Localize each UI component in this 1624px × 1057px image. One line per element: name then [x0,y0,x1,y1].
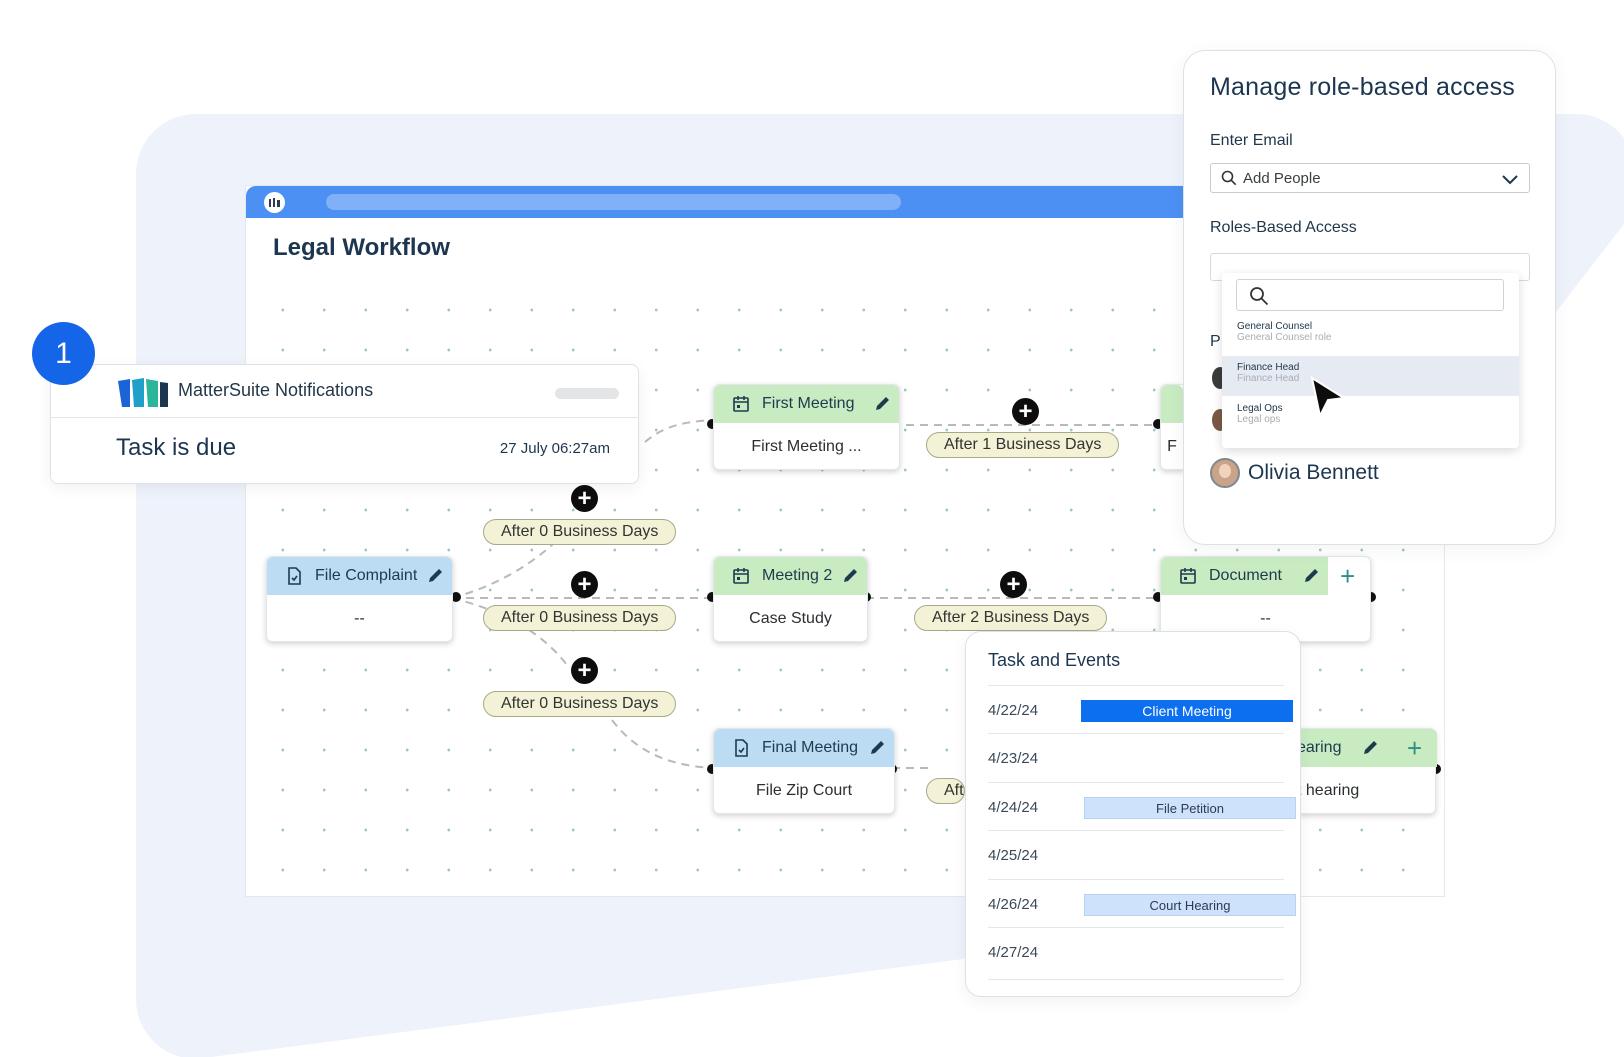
node-title: Final Meeting [762,739,859,756]
email-label: Enter Email [1210,132,1293,149]
role-option-finance-head[interactable]: Finance Head Finance Head [1222,356,1519,396]
event-date: 4/25/24 [988,847,1039,864]
event-row[interactable]: 4/27/24 [988,927,1284,975]
node-meeting-2[interactable]: Meeting 2 Case Study [713,556,868,642]
node-body: -- [1260,610,1271,627]
event-row[interactable]: 4/25/24 [988,830,1284,878]
add-node-button[interactable]: + [571,485,598,512]
step-badge: 1 [32,322,95,385]
event-date: 4/22/24 [988,702,1039,719]
node-title: Document [1209,567,1282,584]
node-body: -- [354,610,365,627]
events-title: Task and Events [988,650,1121,670]
event-tag[interactable]: Court Hearing [1084,894,1296,916]
task-events-card: Task and Events 4/22/24 Client Meeting 4… [965,631,1301,997]
add-people-placeholder: Add People [1243,169,1321,187]
page-title: Legal Workflow [273,234,450,261]
calendar-icon [732,567,750,585]
node-hearing[interactable]: earing + t hearing [1296,728,1437,814]
divider [988,979,1284,980]
avatar [1210,458,1240,488]
node-body: First Meeting ... [751,438,862,455]
event-date: 4/23/24 [988,750,1039,767]
delay-pill[interactable]: Aft [926,778,965,804]
event-date: 4/24/24 [988,799,1039,816]
add-node-button[interactable]: + [571,571,598,598]
event-tag[interactable]: File Petition [1084,797,1296,819]
node-title: earing [1297,739,1342,756]
role-option-legal-ops[interactable]: Legal Ops Legal ops [1237,403,1283,425]
delay-pill[interactable]: After 0 Business Days [483,605,677,631]
roles-label: Roles-Based Access [1210,219,1357,236]
node-file-complaint[interactable]: File Complaint -- [266,556,453,642]
event-row[interactable]: 4/23/24 [988,733,1284,781]
panel-title: Manage role-based access [1210,73,1515,101]
node-body: File Zip Court [755,782,853,799]
delay-pill[interactable]: After 1 Business Days [926,432,1120,458]
delay-pill[interactable]: After 0 Business Days [483,691,677,717]
truncated-label: P [1210,333,1221,350]
add-step-icon[interactable]: + [1340,561,1356,591]
event-row[interactable]: 4/22/24 Client Meeting [988,685,1293,733]
add-node-button[interactable]: + [571,657,598,684]
pencil-icon[interactable] [1361,739,1379,757]
event-row[interactable]: 4/26/24 Court Hearing [988,879,1296,927]
node-first-meeting[interactable]: First Meeting First Meeting ... [713,384,900,470]
search-icon [1221,170,1237,186]
notification-time: 27 July 06:27am [499,440,610,457]
role-access-panel: Manage role-based access Enter Email Add… [1183,50,1556,545]
event-tag[interactable]: Client Meeting [1081,700,1293,722]
pencil-icon[interactable] [426,567,444,585]
node-final-meeting[interactable]: Final Meeting File Zip Court [713,728,895,814]
mattersuite-logo-icon [118,378,168,407]
delay-pill[interactable]: After 2 Business Days [914,605,1108,631]
calendar-icon [1179,567,1197,585]
pencil-icon[interactable] [1302,567,1320,585]
mouse-cursor-icon [1310,376,1347,418]
app-logo-icon [264,192,285,213]
notification-app-name: MatterSuite Notifications [178,380,374,400]
delay-pill[interactable]: After 0 Business Days [483,519,677,545]
event-date: 4/26/24 [988,896,1039,913]
node-partial[interactable]: F [1160,384,1184,470]
event-row[interactable]: 4/24/24 File Petition [988,782,1296,830]
node-body: Case Study [749,610,832,627]
node-title: File Complaint [315,567,418,584]
pencil-icon[interactable] [841,567,859,585]
role-option-general-counsel[interactable]: General Counsel General Counsel role [1237,321,1332,343]
placeholder-bar [555,388,619,399]
node-document[interactable]: Document + -- [1160,556,1371,642]
chevron-down-icon[interactable] [1501,170,1519,188]
pencil-icon[interactable] [873,395,891,413]
node-body: t hearing [1297,782,1360,799]
address-bar[interactable] [326,194,901,210]
search-icon [1250,287,1269,306]
calendar-icon [732,395,750,413]
document-icon [732,739,750,757]
person-name: Olivia Bennett [1248,461,1379,484]
roles-dropdown: General Counsel General Counsel role Fin… [1222,273,1519,448]
add-node-button[interactable]: + [1012,398,1039,425]
notification-message: Task is due [116,434,237,461]
add-node-button[interactable]: + [1000,571,1027,598]
node-body: F [1167,438,1177,455]
node-title: First Meeting [762,395,855,412]
add-step-icon[interactable]: + [1407,733,1423,763]
person-row[interactable]: Olivia Bennett [1210,458,1379,488]
document-icon [285,567,303,585]
add-people-select[interactable]: Add People [1210,163,1530,193]
notification-card[interactable]: MatterSuite Notifications Task is due 27… [50,364,639,484]
node-title: Meeting 2 [762,567,833,584]
event-date: 4/27/24 [988,944,1039,961]
pencil-icon[interactable] [868,739,886,757]
roles-search-input[interactable] [1236,279,1504,311]
